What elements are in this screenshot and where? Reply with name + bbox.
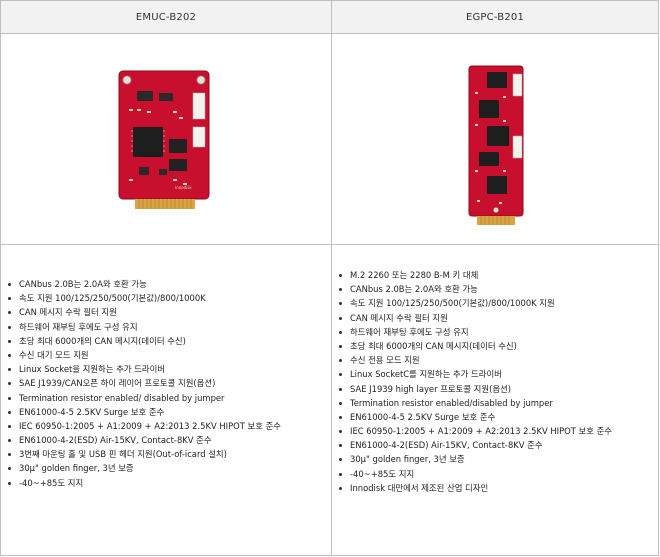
feature-item: 수신 대기 모드 지원 [5, 348, 329, 362]
image-cell-emuc-b202: innodisk [1, 34, 331, 244]
feature-item: CAN 메시지 수락 필터 지원 [336, 311, 656, 325]
product-name-egpc-b201: EGPC-B201 [465, 11, 525, 23]
feature-item: EN61000-4-2(ESD) Air-15KV, Contact-8KV 준… [336, 438, 656, 452]
feature-item: Termination resistor enabled/disabled by… [336, 396, 656, 410]
feature-item: 하드웨어 재부팅 후에도 구성 유지 [5, 320, 329, 334]
svg-text:innodisk: innodisk [175, 185, 192, 190]
feature-item: 초당 최대 6000개의 CAN 메시지(데이터 수신) [5, 334, 329, 348]
feature-item: 3번째 마운팅 홀 및 USB 핀 헤더 지원(Out-of-icard 설치) [5, 447, 329, 461]
feature-item: 속도 지원 100/125/250/500(기본값)/800/1000K [5, 291, 329, 305]
image-cell-egpc-b201 [332, 34, 658, 244]
egpc-b201-board-image [468, 65, 524, 225]
column-divider [331, 1, 332, 555]
feature-item: EN61000-4-2(ESD) Air-15KV, Contact-8KV 준… [5, 433, 329, 447]
feature-item: EN61000-4-5 2.5KV Surge 보호 준수 [336, 410, 656, 424]
emuc-b202-board-image: innodisk [118, 70, 210, 209]
feature-item: Linux Socket을 지원하는 추가 드라이버 [5, 362, 329, 376]
feature-item: 30μ" golden finger, 3년 보증 [336, 452, 656, 466]
row-divider [1, 244, 658, 245]
feature-item: Termination resistor enabled/ disabled b… [5, 391, 329, 405]
feature-item: CAN 메시지 수락 필터 지원 [5, 305, 329, 319]
feature-item: -40~+85도 지지 [336, 467, 656, 481]
feature-item: Innodisk 대만에서 제조된 산업 디자인 [336, 481, 656, 495]
feature-item: M.2 2260 또는 2280 B-M 키 대체 [336, 268, 656, 282]
feature-item: 속도 지원 100/125/250/500(기본값)/800/1000K 지원 [336, 296, 656, 310]
feature-item: 30μ" golden finger, 3년 보증 [5, 461, 329, 475]
feature-item: IEC 60950-1:2005 + A1:2009 + A2:2013 2.5… [336, 424, 656, 438]
feature-item: 초당 최대 6000개의 CAN 메시지(데이터 수신) [336, 339, 656, 353]
feature-item: Linux SocketC를 지원하는 추가 드라이버 [336, 367, 656, 381]
feature-item: CANbus 2.0B는 2.0A와 호환 가능 [336, 282, 656, 296]
feature-item: -40~+85도 지지 [5, 476, 329, 490]
feature-item: SAE J1939 high layer 프로토콜 지원(옵션) [336, 382, 656, 396]
feature-item: EN61000-4-5 2.5KV Surge 보호 준수 [5, 405, 329, 419]
feature-item: 수신 전용 모드 지원 [336, 353, 656, 367]
feature-item: IEC 60950-1:2005 + A1:2009 + A2:2013 2.5… [5, 419, 329, 433]
feature-item: 하드웨어 재부팅 후에도 구성 유지 [336, 325, 656, 339]
header-emuc-b202: EMUC-B202 [1, 1, 331, 34]
header-egpc-b201: EGPC-B201 [332, 1, 658, 34]
feature-item: SAE J1939/CAN오픈 하이 레이어 프로토콜 지원(옵션) [5, 376, 329, 390]
product-name-emuc-b202: EMUC-B202 [135, 11, 197, 23]
feature-item: CANbus 2.0B는 2.0A와 호환 가능 [5, 277, 329, 291]
